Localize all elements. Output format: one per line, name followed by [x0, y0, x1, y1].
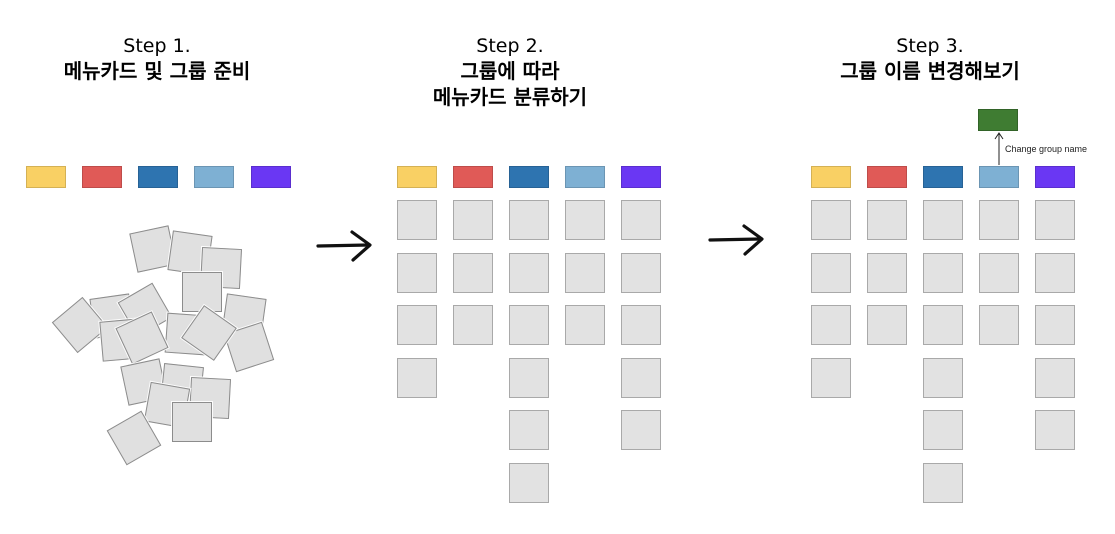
menu-card	[509, 357, 549, 398]
category-chip	[397, 166, 437, 188]
menu-card	[621, 200, 661, 240]
menu-card	[923, 410, 963, 450]
category-chip	[138, 166, 178, 188]
category-chip	[194, 166, 234, 188]
menu-card	[811, 357, 851, 398]
menu-card	[867, 200, 907, 240]
arrow-right-icon	[708, 224, 764, 256]
step-1-subtitle: 메뉴카드 및 그룹 준비	[63, 59, 251, 83]
menu-card	[1035, 200, 1075, 240]
step-2-subtitle-line-2: 메뉴카드 분류하기	[432, 85, 588, 109]
menu-card	[565, 200, 605, 240]
category-chip	[565, 166, 605, 188]
arrow-up-icon	[994, 132, 1004, 165]
menu-card	[1035, 252, 1075, 293]
menu-card	[923, 305, 963, 345]
menu-card	[811, 252, 851, 293]
menu-card	[453, 252, 493, 293]
menu-card	[1035, 305, 1075, 345]
step-2-heading: Step 2. 그룹에 따라 메뉴카드 분류하기	[360, 34, 660, 110]
step-3-heading: Step 3. 그룹 이름 변경해보기	[780, 34, 1080, 84]
menu-card	[397, 252, 437, 293]
menu-card	[867, 252, 907, 293]
step-2-title: Step 2.	[476, 35, 544, 57]
category-chip	[867, 166, 907, 188]
menu-card	[621, 357, 661, 398]
menu-card	[923, 200, 963, 240]
menu-card	[453, 305, 493, 345]
step-1-title: Step 1.	[123, 35, 191, 57]
menu-card	[565, 305, 605, 345]
menu-card	[923, 357, 963, 398]
category-chip	[26, 166, 66, 188]
menu-card	[172, 402, 212, 442]
menu-card	[453, 200, 493, 240]
menu-card	[509, 200, 549, 240]
category-chip	[1035, 166, 1075, 188]
menu-card	[621, 305, 661, 345]
category-chip	[509, 166, 549, 188]
menu-card	[979, 200, 1019, 240]
category-chip	[251, 166, 291, 188]
category-chip	[82, 166, 122, 188]
change-group-name-label: Change group name	[1005, 144, 1088, 154]
category-chip	[979, 166, 1019, 188]
step-3-subtitle: 그룹 이름 변경해보기	[840, 59, 1020, 83]
menu-card	[979, 305, 1019, 345]
menu-card	[621, 410, 661, 450]
menu-card	[509, 410, 549, 450]
menu-card	[397, 357, 437, 398]
menu-card	[979, 252, 1019, 293]
category-chip	[923, 166, 963, 188]
menu-card	[811, 200, 851, 240]
step-1-heading: Step 1. 메뉴카드 및 그룹 준비	[7, 34, 307, 84]
menu-card	[867, 305, 907, 345]
menu-card	[397, 200, 437, 240]
menu-card	[1035, 410, 1075, 450]
menu-card	[509, 462, 549, 503]
menu-card	[811, 305, 851, 345]
menu-card	[621, 252, 661, 293]
category-chip	[621, 166, 661, 188]
menu-card	[182, 272, 222, 312]
step-2-subtitle-line-1: 그룹에 따라	[460, 59, 560, 83]
arrow-right-icon	[316, 230, 372, 262]
renamed-group-box	[978, 109, 1018, 131]
menu-card	[923, 252, 963, 293]
menu-card	[509, 252, 549, 293]
menu-card	[923, 462, 963, 503]
menu-card	[565, 252, 605, 293]
menu-card	[397, 305, 437, 345]
category-chip	[453, 166, 493, 188]
menu-card	[509, 305, 549, 345]
step-3-title: Step 3.	[896, 35, 964, 57]
category-chip	[811, 166, 851, 188]
menu-card	[1035, 357, 1075, 398]
